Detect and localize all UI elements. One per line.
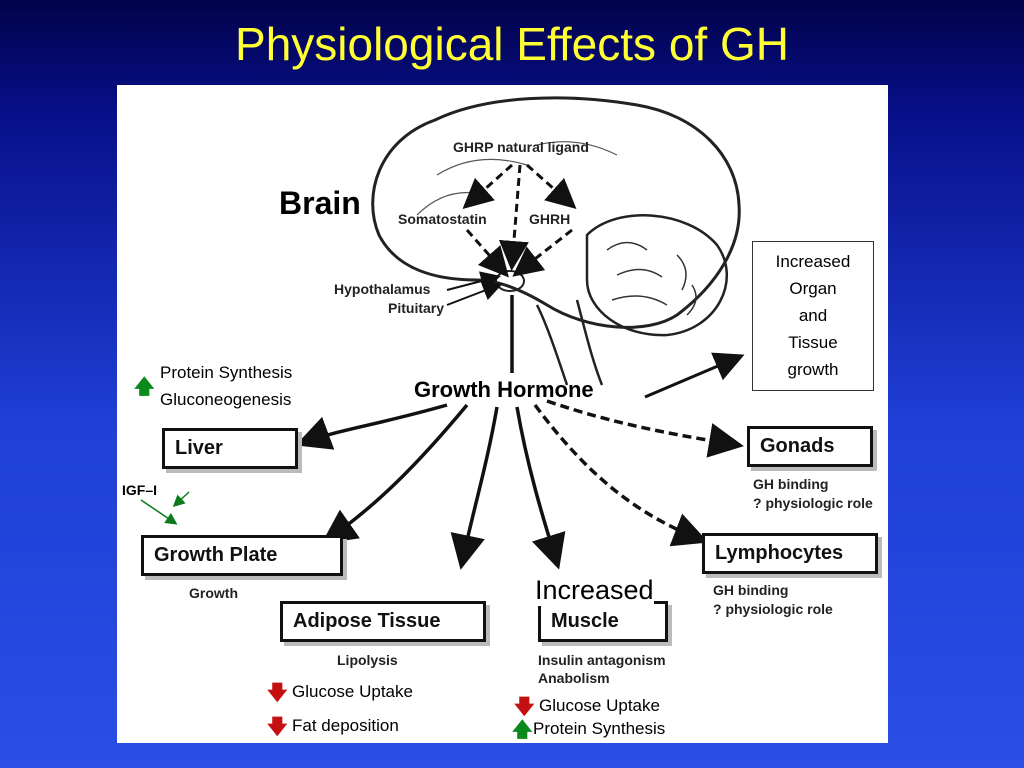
- down-arrow-icon: 🡇: [267, 716, 288, 738]
- igf-label: IGF–I: [122, 482, 158, 498]
- muscle-note-2: Anabolism: [538, 670, 610, 686]
- ghrp-label: GHRP natural ligand: [453, 139, 589, 155]
- diagram-panel: Brain GHRP natural ligand Somatostatin G…: [117, 85, 888, 743]
- cerebellum-outline: [585, 214, 728, 337]
- liver-effect-2: Gluconeogenesis: [160, 390, 292, 409]
- lymph-note-1: GH binding: [713, 582, 789, 598]
- organ-line-4: Tissue: [788, 333, 838, 352]
- muscle-box: Muscle: [538, 601, 668, 642]
- muscle-note-1: Insulin antagonism: [538, 652, 666, 668]
- pituitary-label: Pituitary: [388, 300, 445, 316]
- growth-label: Growth: [189, 585, 238, 601]
- brainstem: [535, 299, 604, 386]
- liver-effect-1: Protein Synthesis: [160, 363, 293, 382]
- muscle-effect-1: Glucose Uptake: [539, 696, 660, 715]
- adipose-effect-1: Glucose Uptake: [292, 682, 413, 701]
- liver-box: Liver: [162, 428, 298, 469]
- muscle-effect-2: Protein Synthesis: [533, 719, 666, 738]
- adipose-effect-2: Fat deposition: [292, 716, 399, 735]
- gonads-note-2: ? physiologic role: [753, 495, 873, 511]
- growth-plate-box: Growth Plate: [141, 535, 343, 576]
- organ-line-1: Increased: [775, 252, 851, 271]
- down-arrow-icon: 🡇: [514, 696, 535, 718]
- gonads-note-1: GH binding: [753, 476, 829, 492]
- organ-line-2: Organ: [789, 279, 837, 298]
- up-arrow-icon: 🡅: [134, 376, 155, 398]
- organ-growth-box: Increased Organ and Tissue growth: [752, 241, 874, 391]
- adipose-tissue-box: Adipose Tissue: [280, 601, 486, 642]
- growth-hormone-label: Growth Hormone: [414, 377, 594, 402]
- organ-line-3: and: [798, 306, 828, 325]
- lymphocytes-box: Lymphocytes: [702, 533, 878, 574]
- gonads-box: Gonads: [747, 426, 873, 467]
- increased-label: Increased: [535, 575, 654, 606]
- up-arrow-icon: 🡅: [512, 719, 533, 741]
- ghrh-label: GHRH: [529, 211, 571, 227]
- hypothalamus-label: Hypothalamus: [334, 281, 431, 297]
- lymph-note-2: ? physiologic role: [713, 601, 833, 617]
- lipolysis-label: Lipolysis: [337, 652, 398, 668]
- somatostatin-label: Somatostatin: [398, 211, 487, 227]
- organ-line-5: growth: [787, 360, 839, 379]
- brain-label: Brain: [279, 185, 361, 221]
- down-arrow-icon: 🡇: [267, 682, 288, 704]
- slide-title: Physiological Effects of GH: [235, 18, 789, 70]
- diagram-drawing: [140, 96, 745, 570]
